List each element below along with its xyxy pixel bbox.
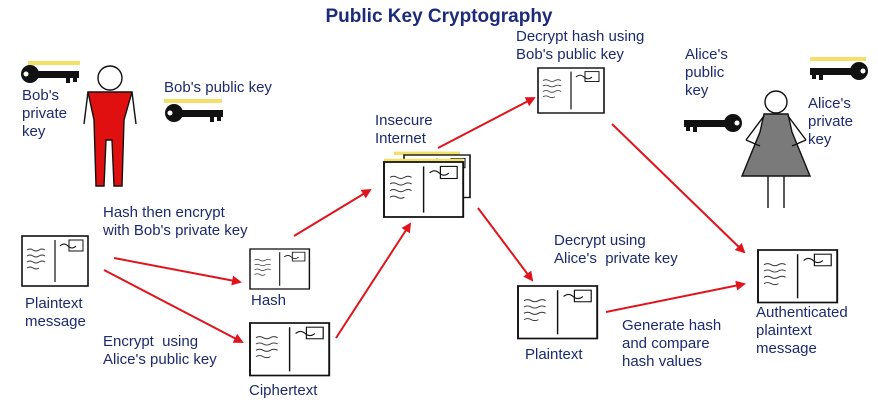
decrypt-using-label: Decrypt using Alice's private key [554, 232, 678, 267]
plaintext-message-label: Plaintext message [25, 295, 86, 330]
plaintext-postcard-icon [517, 285, 599, 340]
authenticated-message-postcard-icon [757, 249, 839, 304]
arrow-plaintext-to-hash [113, 257, 242, 286]
arrow-internet-to-plaintext [477, 207, 534, 282]
authenticated-label: Authenticated plaintext message [756, 304, 848, 357]
bob-private-key-icon [21, 61, 80, 83]
plaintext-message-postcard-icon [21, 235, 89, 287]
alice-figure [740, 90, 812, 208]
insecure-internet-label: Insecure Internet [375, 112, 433, 147]
ciphertext-label: Ciphertext [249, 382, 318, 399]
hash-then-encrypt-label: Hash then encrypt with Bob's private key [103, 204, 248, 239]
bob-public-key-label: Bob's public key [164, 79, 272, 96]
bob-private-key-label: Bob's private key [22, 87, 68, 140]
alice-public-key-label: Alice's public key [685, 46, 728, 99]
hash-label: Hash [251, 292, 287, 309]
plaintext-label: Plaintext [525, 346, 583, 363]
decrypted-hash-postcard-icon [537, 67, 605, 114]
generate-hash-label: Generate hash and compare hash values [622, 317, 722, 370]
bob-public-key-icon [164, 99, 223, 122]
diagram-title: Public Key Cryptography [326, 6, 553, 27]
encrypt-using-label: Encrypt using Alice's public key [103, 333, 217, 368]
decrypt-hash-label: Decrypt hash using Bob's public key [516, 28, 645, 63]
arrow-internet-to-decrypt-hash [437, 97, 536, 149]
hash-postcard-icon [249, 248, 311, 290]
alice-public-key-icon [684, 114, 742, 132]
ciphertext-postcard-icon [249, 322, 331, 377]
alice-private-key-icon [810, 57, 868, 80]
arrow-hash-to-internet [293, 188, 372, 237]
internet-hash-postcard-icon [394, 151, 471, 199]
bob-figure [83, 65, 137, 187]
arrow-plaintext-to-authenticated [605, 280, 746, 313]
arrow-plaintext-to-ciphertext [103, 269, 244, 343]
internet-ciphertext-postcard-icon [383, 158, 465, 218]
alice-private-key-label: Alice's private key [808, 95, 854, 148]
arrow-ciphertext-to-internet [335, 222, 412, 339]
arrow-decrypt-hash-to-authenticated [611, 123, 746, 254]
